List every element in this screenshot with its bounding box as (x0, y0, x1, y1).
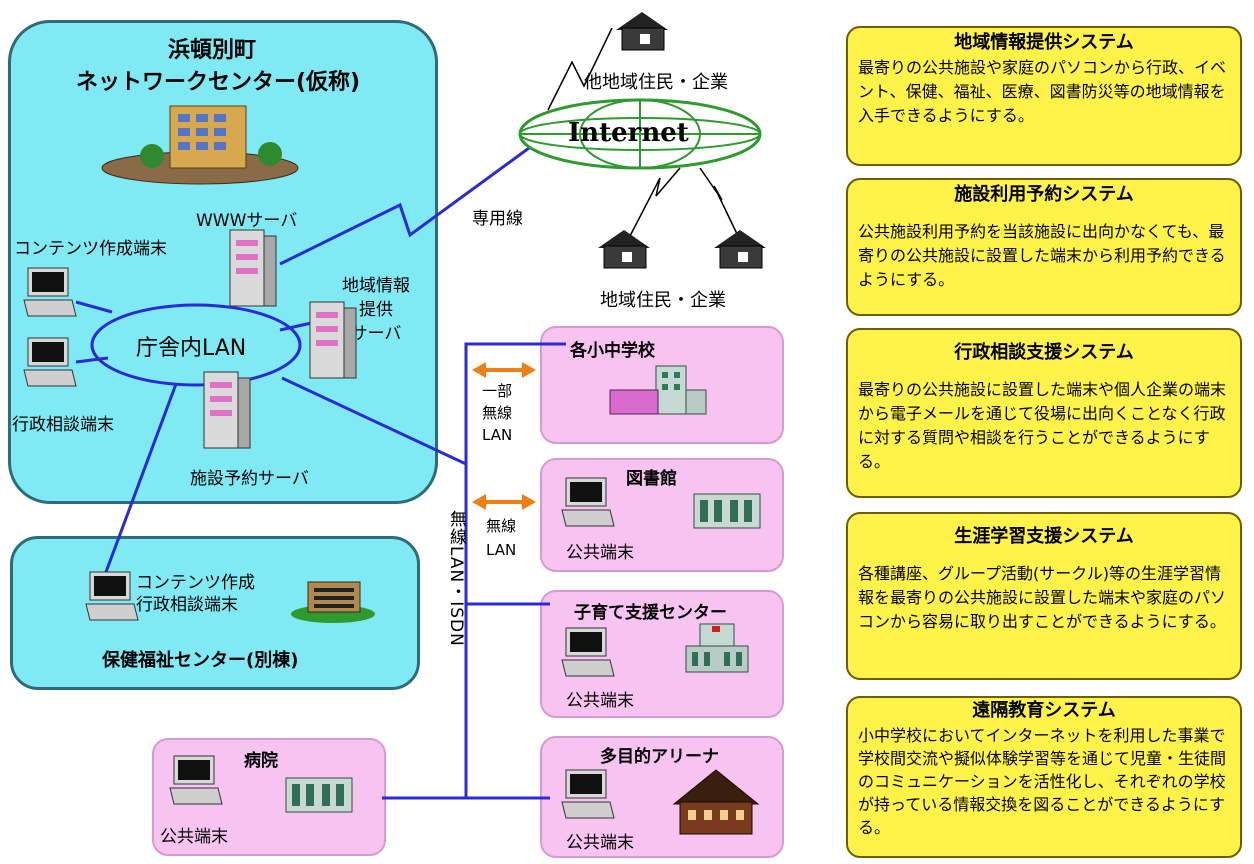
health-center-title: 保健福祉センター(別棟) (102, 650, 299, 671)
network-center-title-2: ネットワークセンター(仮称) (76, 70, 361, 95)
lan-to-backbone-link (281, 376, 467, 466)
service-desc: 公共施設利用予約を当該施設に出向かなくても、最寄りの公共施設に設置した端末から利… (858, 222, 1226, 289)
arena-terminal-icon (561, 769, 615, 819)
service-box-facility-reservation: 施設利用予約システム 公共施設利用予約を当該施設に出向かなくても、最寄りの公共施… (846, 178, 1242, 316)
www-server-icon (229, 229, 277, 307)
childcare-terminal-icon (561, 627, 615, 677)
service-title: 遠隔教育システム (972, 700, 1116, 721)
school-title: 各小中学校 (570, 341, 655, 361)
reservation-server-label: 施設予約サーバ (190, 469, 309, 489)
leased-line-link (279, 138, 541, 266)
library-terminal-label: 公共端末 (566, 543, 634, 563)
service-box-remote-education: 遠隔教育システム 小中学校においてインターネットを利用した事業で学校間交流や擬似… (846, 696, 1242, 858)
arena-title: 多目的アリーナ (600, 747, 719, 767)
www-server-label: WWWサーバ (196, 211, 298, 231)
service-title: 生涯学習支援システム (954, 526, 1134, 547)
wireless-label: 無線 LAN (486, 517, 517, 559)
health-building-icon (291, 581, 375, 623)
internet-label: Internet (568, 118, 689, 148)
service-desc: 最寄りの公共施設に設置した端末や個人企業の端末から電子メールを通じて役場に出向く… (858, 380, 1227, 471)
office-building-icon (101, 105, 299, 185)
admin-terminal-label: 行政相談端末 (12, 415, 114, 435)
house-icon-region-right (714, 230, 766, 269)
service-title: 施設利用予約システム (954, 184, 1134, 205)
lan-ring (90, 303, 302, 387)
service-desc: 最寄りの公共施設や家庭のパソコンから行政、イベント、保健、福祉、医療、図書防災等… (858, 58, 1227, 125)
library-title: 図書館 (626, 469, 677, 489)
childcare-terminal-label: 公共端末 (566, 691, 634, 711)
health-terminal-icon (85, 571, 139, 621)
service-box-regional-info: 地域情報提供システム 最寄りの公共施設や家庭のパソコンから行政、イベント、保健、… (846, 26, 1242, 166)
network-center-title-1: 浜頓別町 (168, 38, 257, 63)
partial-wireless-label: 一部 無線 LAN (482, 382, 513, 444)
wireless-arrow-school (472, 362, 536, 378)
lan-link-content (75, 300, 113, 314)
internet-globe-icon (518, 98, 762, 170)
hospital-terminal-icon (169, 755, 223, 805)
service-box-admin-consultation: 行政相談支援システム 最寄りの公共施設に設置した端末や個人企業の端末から電子メー… (846, 328, 1242, 498)
lightning-region-left (629, 167, 681, 237)
arena-building-icon (672, 769, 760, 835)
backbone-label: 無線LAN・ISDN (446, 510, 466, 647)
region-label: 地域住民・企業 (600, 290, 726, 311)
other-region-label: 他地域住民・企業 (584, 72, 728, 93)
service-title: 地域情報提供システム (954, 32, 1134, 53)
library-terminal-icon (561, 477, 615, 527)
region-server-icon (309, 301, 357, 379)
house-icon-region-left (598, 230, 650, 269)
lightning-region-right (699, 167, 739, 237)
childcare-building-icon (685, 623, 749, 673)
wireless-arrow-library (472, 494, 536, 510)
backbone-link (464, 342, 566, 800)
childcare-title: 子育て支援センター (574, 603, 727, 623)
service-desc: 小中学校においてインターネットを利用した事業で学校間交流や擬似体験学習等を通じて… (858, 726, 1227, 837)
content-terminal-icon (23, 267, 77, 317)
house-icon-other (616, 12, 668, 51)
hospital-building-icon (285, 777, 353, 813)
content-terminal-label: コンテンツ作成端末 (14, 239, 167, 259)
service-desc: 各種講座、グループ活動(サークル)等の生涯学習情報を最寄りの公共施設に設置した端… (858, 564, 1227, 631)
service-box-lifelong-learning: 生涯学習支援システム 各種講座、グループ活動(サークル)等の生涯学習情報を最寄り… (846, 512, 1242, 680)
lan-link-admin (75, 356, 109, 364)
lightning-other-region (547, 27, 613, 111)
lan-to-health-link (104, 383, 178, 573)
health-terminal-label: コンテンツ作成 行政相談端末 (136, 573, 255, 615)
school-building-icon (609, 365, 707, 415)
hospital-title: 病院 (244, 751, 278, 771)
library-building-icon (693, 493, 761, 529)
hospital-terminal-label: 公共端末 (160, 827, 228, 847)
leased-line-label: 専用線 (472, 209, 523, 229)
service-title: 行政相談支援システム (954, 342, 1134, 363)
region-server-label: 地域情報 提供 サーバ (342, 276, 410, 344)
admin-terminal-icon (23, 337, 77, 387)
reservation-server-icon (203, 371, 251, 449)
arena-terminal-label: 公共端末 (566, 833, 634, 853)
lan-label: 庁舎内LAN (136, 336, 247, 361)
